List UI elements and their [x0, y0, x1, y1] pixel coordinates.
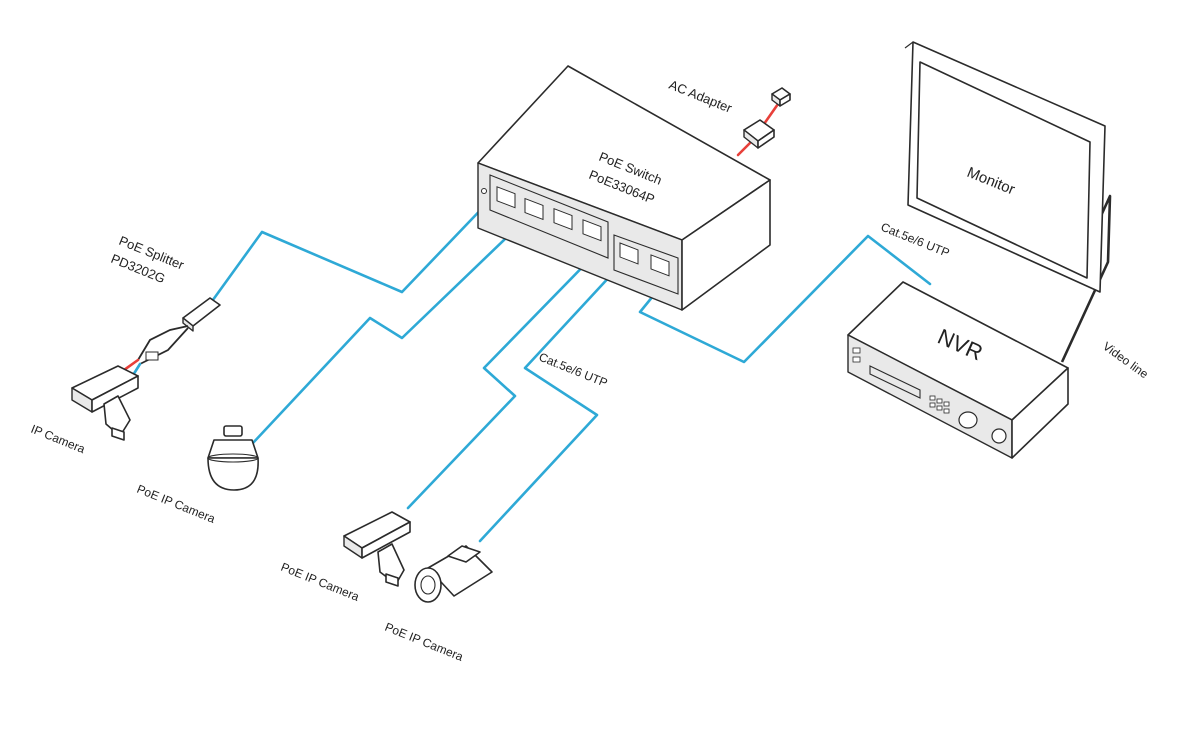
- dome-camera-label: PoE IP Camera: [135, 482, 218, 526]
- rj45-port: [553, 207, 573, 231]
- nvr-buttons: [929, 395, 950, 414]
- ac-adapter-label: AC Adapter: [667, 77, 735, 116]
- nvr-side: [1011, 367, 1069, 459]
- rj45-port: [524, 197, 544, 221]
- video-line-label: Video line: [1100, 339, 1151, 381]
- switch-ports: [481, 174, 679, 295]
- cables: [208, 102, 1112, 543]
- cable-box-camera: [406, 245, 604, 510]
- monitor: Monitor: [904, 41, 1106, 293]
- rj45-port: [619, 242, 639, 265]
- cable-dome-camera: [250, 213, 532, 446]
- box-camera-label: PoE IP Camera: [279, 560, 362, 604]
- bullet-lens: [414, 567, 442, 603]
- ip-camera: IP Camera: [29, 365, 139, 457]
- cable-nvr: [638, 234, 932, 364]
- rj45-port: [582, 219, 602, 242]
- wall-outlet: [771, 87, 791, 107]
- bullet-camera-label: PoE IP Camera: [383, 620, 466, 664]
- cable-splitter: [208, 196, 494, 306]
- cable-bullet-camera: [478, 258, 627, 543]
- power-led: [481, 188, 487, 194]
- poe-camera-box: PoE IP Camera: [279, 511, 411, 604]
- poe-switch: PoE Switch PoE33064P: [477, 65, 771, 311]
- ip-camera-label: IP Camera: [29, 422, 88, 457]
- nvr-knob: [958, 411, 978, 429]
- poe-camera-dome: PoE IP Camera: [135, 425, 259, 526]
- switch-side: [681, 179, 771, 311]
- power-cable-wall: [762, 102, 780, 126]
- rj45-port: [650, 254, 670, 277]
- rj45-port: [496, 186, 516, 209]
- nvr-dial: [991, 428, 1007, 444]
- poe-splitter: PoE Splitter PD3202G: [109, 233, 221, 382]
- nvr: NVR: [847, 281, 1069, 459]
